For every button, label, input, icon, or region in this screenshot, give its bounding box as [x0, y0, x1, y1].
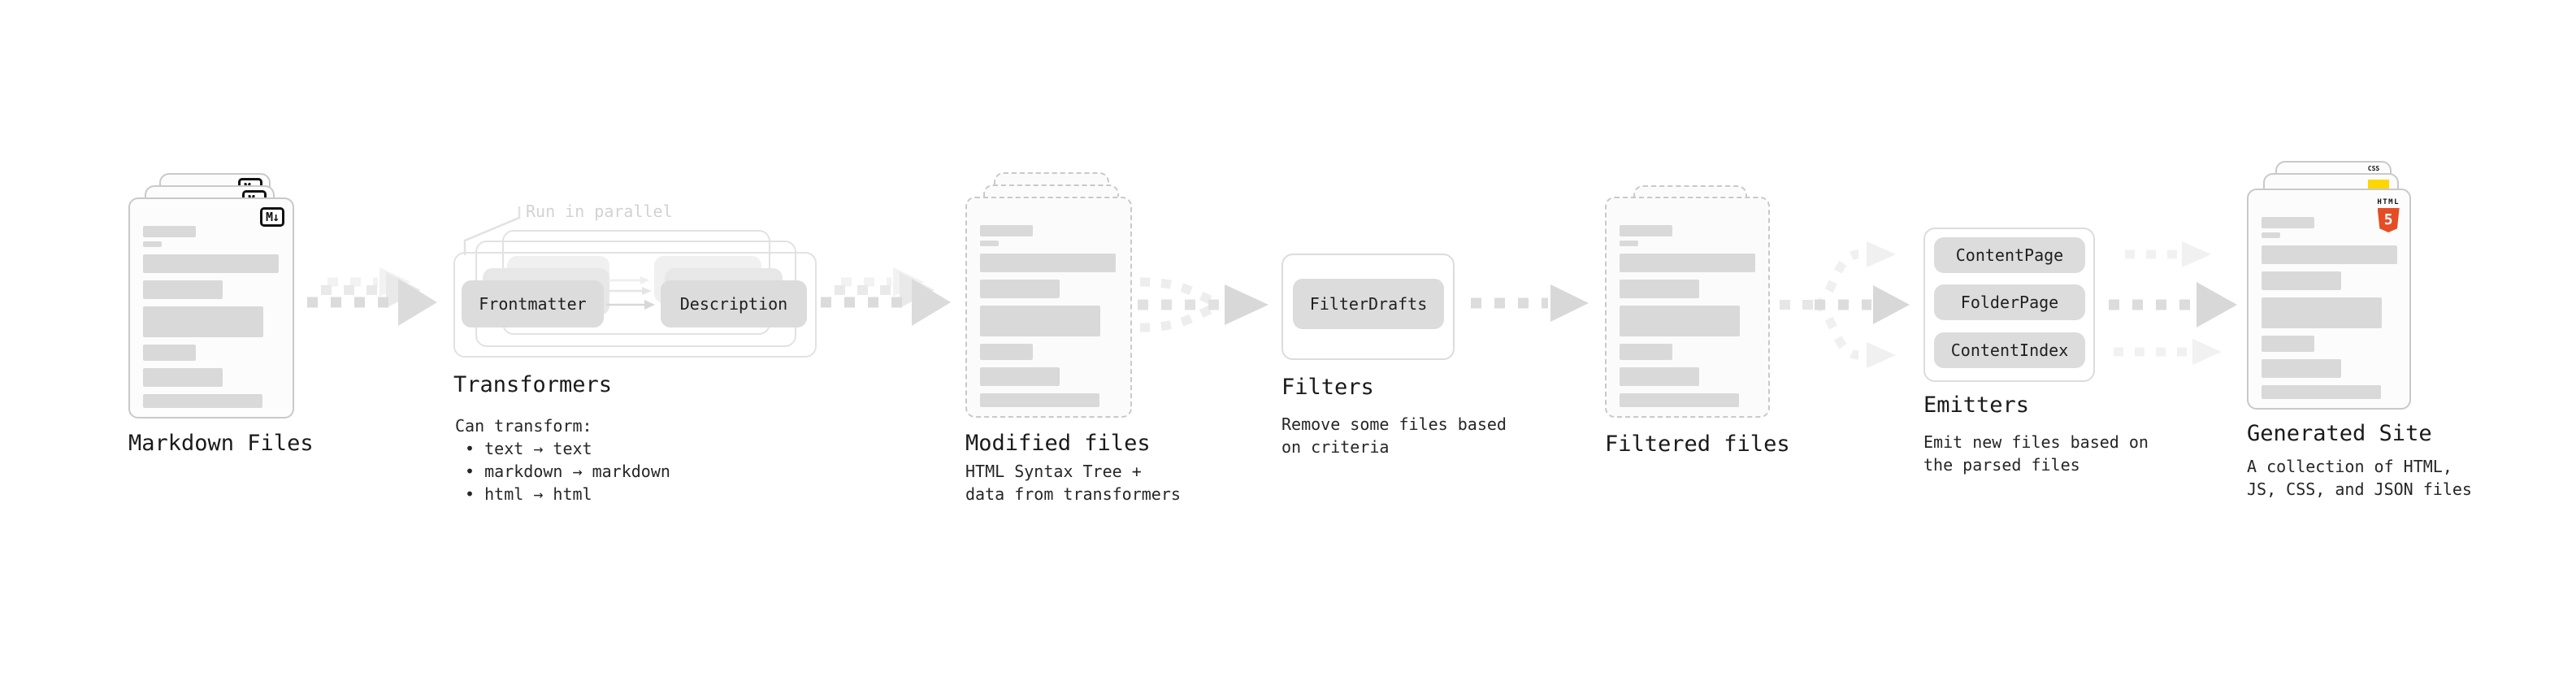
- text-line-placeholder: [2262, 297, 2382, 328]
- description-line: HTML Syntax Tree +: [965, 462, 1142, 481]
- transformer-pill-description: Description: [661, 280, 807, 327]
- modified-files-description: HTML Syntax Tree + data from transformer…: [965, 460, 1181, 505]
- stage-label-generated-site: Generated Site: [2247, 421, 2432, 446]
- description-line: Emit new files based on: [1923, 432, 2149, 452]
- css-icon-label: CSS: [2367, 165, 2380, 172]
- emitters-description: Emit new files based on the parsed files: [1923, 431, 2149, 476]
- filtered-file-card-front: [1605, 197, 1770, 418]
- description-line: • markdown → markdown: [455, 462, 670, 481]
- stage-label-emitters: Emitters: [1923, 393, 2030, 418]
- flow-arrow-filtered-to-emitters: [1780, 241, 1910, 368]
- description-line: on criteria: [1281, 437, 1390, 457]
- text-line-placeholder: [980, 254, 1116, 272]
- description-line: the parsed files: [1923, 455, 2080, 475]
- emitter-pill-contentindex: ContentIndex: [1934, 332, 2085, 368]
- text-line-placeholder: [143, 226, 196, 237]
- transformer-pill-frontmatter: Frontmatter: [462, 280, 604, 327]
- description-line: data from transformers: [965, 484, 1181, 504]
- generated-site-description: A collection of HTML, JS, CSS, and JSON …: [2247, 455, 2472, 501]
- description-line: Can transform:: [455, 416, 592, 436]
- text-line-placeholder: [2262, 245, 2397, 264]
- stage-label-markdown-files: Markdown Files: [128, 431, 314, 456]
- transformer-layer-box-front: [453, 252, 817, 358]
- text-line-placeholder: [1620, 225, 1672, 236]
- markdown-file-card-front: M↓: [128, 197, 294, 419]
- html5-icon: HTML 5: [2377, 198, 2400, 232]
- stage-emitters: ContentPage FolderPage ContentIndex Emit…: [1923, 0, 2249, 681]
- text-line-placeholder: [980, 344, 1033, 360]
- flow-arrow-modified-to-filters: [1138, 277, 1268, 332]
- flow-arrow-transformers-to-modified: [821, 267, 951, 326]
- text-line-placeholder: [2262, 336, 2314, 352]
- stage-markdown-files: M↓ M↓ M↓ Markdown Files: [128, 0, 470, 681]
- text-line-placeholder: [2262, 232, 2280, 238]
- text-line-placeholder: [143, 254, 279, 273]
- description-line: • text → text: [455, 439, 592, 458]
- annotation-leader-line: [463, 206, 521, 255]
- js-icon: [2368, 180, 2389, 191]
- text-line-placeholder: [980, 241, 999, 246]
- flow-arrow-filters-to-filtered: [1471, 284, 1589, 322]
- text-line-placeholder: [2262, 359, 2341, 378]
- html5-icon-wordmark: HTML: [2377, 198, 2400, 206]
- emitter-pill-contentpage: ContentPage: [1934, 237, 2085, 273]
- text-line-placeholder: [143, 368, 223, 387]
- text-line-placeholder: [2262, 217, 2314, 228]
- text-line-placeholder: [143, 345, 196, 361]
- description-line: JS, CSS, and JSON files: [2247, 479, 2472, 499]
- stage-label-transformers: Transformers: [453, 372, 613, 397]
- modified-file-card-front: [965, 197, 1132, 418]
- description-line: • html → html: [455, 484, 592, 504]
- text-line-placeholder: [143, 280, 223, 299]
- emitter-pill-folderpage: FolderPage: [1934, 284, 2085, 320]
- text-line-placeholder: [980, 306, 1100, 336]
- text-line-placeholder: [2262, 271, 2341, 290]
- markdown-icon: M↓: [259, 207, 284, 227]
- description-line: Remove some files based: [1281, 414, 1507, 434]
- flow-arrow-markdown-to-transformers: [307, 267, 437, 326]
- run-in-parallel-annotation: Run in parallel: [526, 202, 673, 221]
- html5-icon-shield: 5: [2377, 208, 2400, 232]
- text-line-placeholder: [980, 280, 1060, 298]
- stage-label-filtered-files: Filtered files: [1605, 432, 1790, 457]
- stage-label-filters: Filters: [1281, 375, 1374, 400]
- description-line: A collection of HTML,: [2247, 457, 2452, 476]
- text-line-placeholder: [980, 393, 1099, 407]
- text-line-placeholder: [143, 241, 162, 247]
- html5-icon-numeral: 5: [2383, 211, 2393, 228]
- text-line-placeholder: [1620, 344, 1672, 360]
- stage-generated-site: CSS HTML 5 Generated Site A collection o…: [2247, 0, 2576, 681]
- text-line-placeholder: [1620, 280, 1699, 298]
- text-line-placeholder: [2262, 385, 2381, 399]
- text-line-placeholder: [1620, 367, 1699, 386]
- text-line-placeholder: [1620, 254, 1755, 272]
- filters-description: Remove some files based on criteria: [1281, 413, 1507, 458]
- transformers-description: Can transform: • text → text • markdown …: [455, 414, 670, 505]
- stage-label-modified-files: Modified files: [965, 431, 1151, 456]
- text-line-placeholder: [143, 306, 263, 337]
- transform-arrows-icon: [606, 276, 655, 310]
- flow-arrow-emitters-to-site: [2109, 241, 2237, 365]
- text-line-placeholder: [1620, 241, 1638, 246]
- filter-pill-filterdrafts: FilterDrafts: [1293, 279, 1444, 329]
- stage-filters: FilterDrafts Filters Remove some files b…: [1281, 0, 1607, 681]
- text-line-placeholder: [143, 394, 262, 408]
- text-line-placeholder: [980, 225, 1033, 236]
- stage-modified-files: Modified files HTML Syntax Tree + data f…: [965, 0, 1307, 681]
- stage-filtered-files: Filtered files: [1605, 0, 1930, 681]
- text-line-placeholder: [1620, 306, 1740, 336]
- stage-transformers: Frontmatter Description Run in parallel …: [453, 0, 827, 681]
- text-line-placeholder: [980, 367, 1060, 386]
- site-file-card-html: HTML 5: [2247, 189, 2411, 410]
- text-line-placeholder: [1620, 393, 1739, 407]
